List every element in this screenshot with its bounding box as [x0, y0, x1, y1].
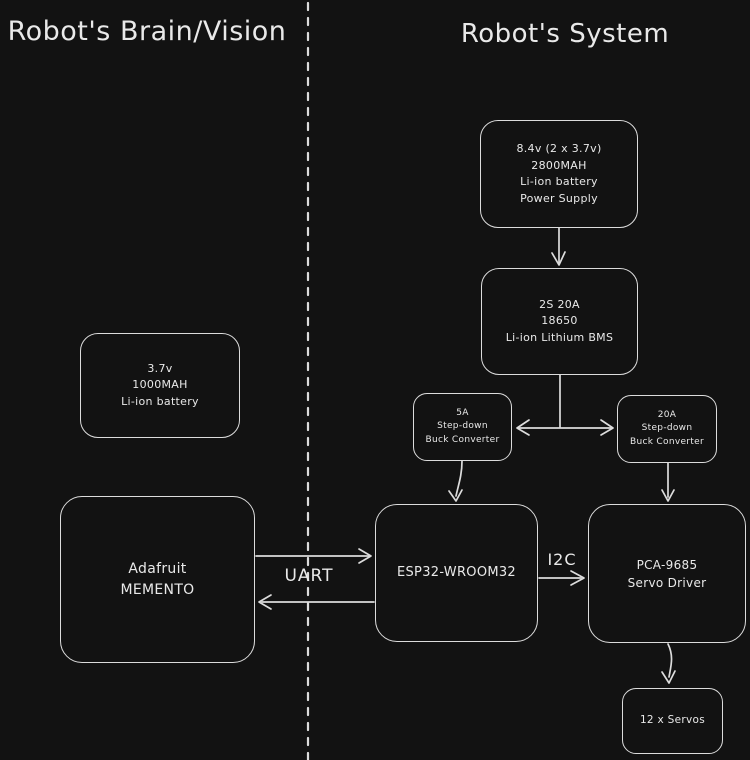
section-title-system: Robot's System — [460, 19, 670, 49]
node-servos: 12 x Servos — [622, 688, 723, 754]
arrow-buck-5a-to-esp32 — [448, 460, 463, 502]
arrowhead-to-buck-5a — [516, 419, 530, 436]
node-battery-3v7: 3.7v 1000MAH Li-ion battery — [80, 333, 240, 438]
arrow-esp32-to-memento-uart — [258, 594, 375, 610]
node-pca9685-servo-driver: PCA-9685 Servo Driver — [588, 504, 746, 643]
arrow-esp32-to-pca9685-i2c — [538, 570, 585, 586]
arrow-pca9685-to-servos — [661, 643, 676, 684]
node-buck-converter-20a: 20A Step-down Buck Converter — [617, 395, 717, 463]
node-adafruit-memento: Adafruit MEMENTO — [60, 496, 255, 663]
arrowhead-to-buck-20a — [600, 419, 614, 436]
edge-label-uart: UART — [284, 566, 334, 586]
section-title-brain-vision: Robot's Brain/Vision — [7, 16, 287, 47]
connector-bms-branch — [516, 374, 614, 436]
arrow-buck-20a-to-pca9685 — [661, 462, 675, 502]
node-esp32-wroom32: ESP32-WROOM32 — [375, 504, 538, 642]
node-power-supply: 8.4v (2 x 3.7v) 2800MAH Li-ion battery P… — [480, 120, 638, 228]
arrow-memento-to-esp32-uart — [255, 548, 372, 564]
node-buck-converter-5a: 5A Step-down Buck Converter — [413, 393, 512, 461]
node-bms: 2S 20A 18650 Li-ion Lithium BMS — [481, 268, 638, 375]
arrow-power-supply-to-bms — [551, 227, 566, 266]
edge-label-i2c: I2C — [547, 550, 577, 569]
